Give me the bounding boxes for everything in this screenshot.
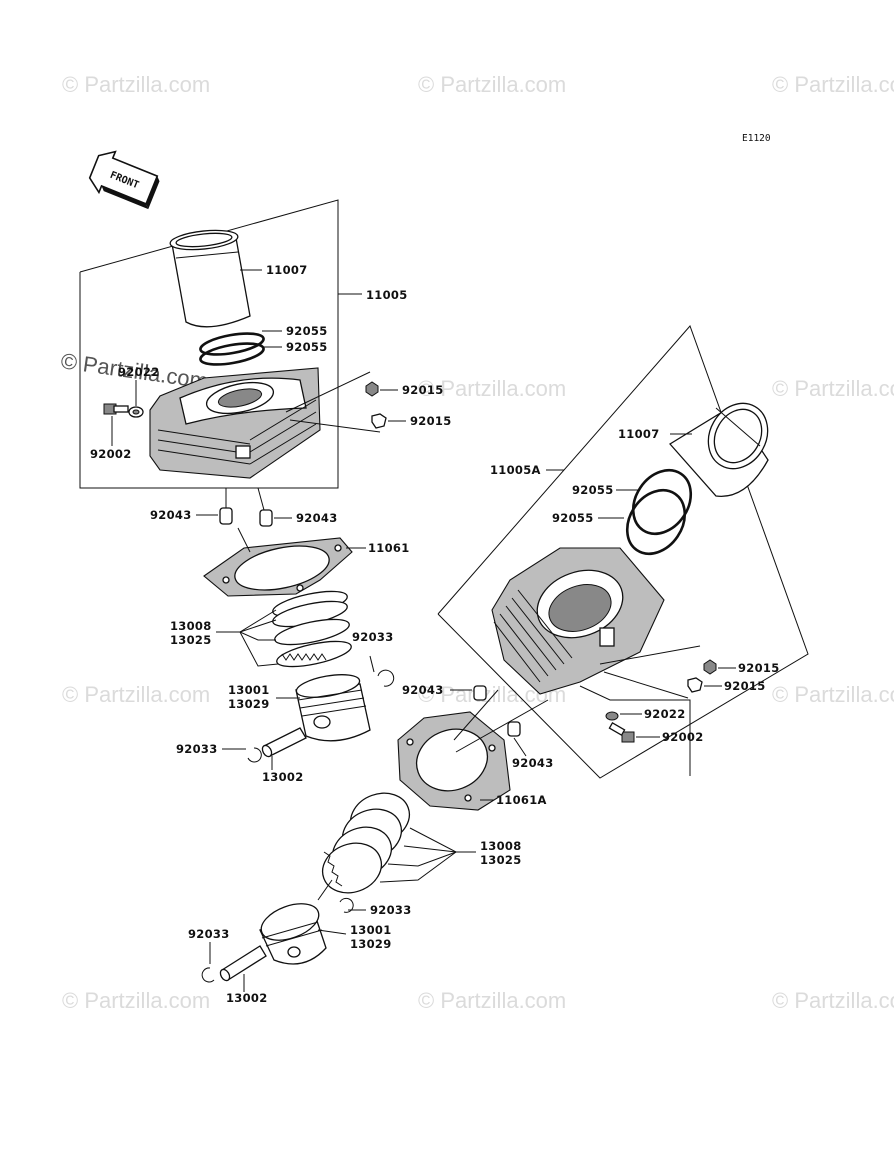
part-number-13002[interactable]: 13002	[262, 770, 304, 784]
part-number-labels: 11005 11007 92055 92055 92022 92002 9201…	[90, 263, 780, 1005]
watermark: © Partzilla.com	[772, 988, 894, 1013]
watermark: © Partzilla.com	[418, 376, 566, 401]
watermarks: © Partzilla.com © Partzilla.com © Partzi…	[59, 72, 894, 1013]
part-number-11061[interactable]: 11061	[368, 541, 410, 555]
part-number-13025[interactable]: 13025	[480, 853, 522, 867]
part-number-92015[interactable]: 92015	[724, 679, 766, 693]
part-number-92033[interactable]: 92033	[176, 742, 218, 756]
part-number-13001[interactable]: 13001	[228, 683, 270, 697]
watermark: © Partzilla.com	[62, 72, 210, 97]
part-number-13002[interactable]: 13002	[226, 991, 268, 1005]
part-number-13029[interactable]: 13029	[228, 697, 270, 711]
part-number-92015[interactable]: 92015	[738, 661, 780, 675]
part-number-11007[interactable]: 11007	[266, 263, 308, 277]
part-number-13025[interactable]: 13025	[170, 633, 212, 647]
cylinder-block	[149, 367, 321, 479]
part-number-13008[interactable]: 13008	[480, 839, 522, 853]
watermark: © Partzilla.com	[62, 988, 210, 1013]
front-cylinder-assembly	[79, 199, 406, 770]
watermark: © Partzilla.com	[418, 988, 566, 1013]
part-number-92043[interactable]: 92043	[296, 511, 338, 525]
part-number-92015[interactable]: 92015	[410, 414, 452, 428]
part-number-11007[interactable]: 11007	[618, 427, 660, 441]
part-number-13029[interactable]: 13029	[350, 937, 392, 951]
watermark: © Partzilla.com	[62, 682, 210, 707]
watermark: © Partzilla.com	[772, 72, 894, 97]
part-number-92043[interactable]: 92043	[402, 683, 444, 697]
part-number-92055[interactable]: 92055	[286, 340, 328, 354]
bolt-icon	[103, 403, 129, 415]
part-number-92033[interactable]: 92033	[370, 903, 412, 917]
cylinder-base-gasket	[397, 711, 511, 811]
bolt-icon	[608, 722, 635, 743]
cylinder-liner	[668, 402, 769, 497]
part-number-92002[interactable]: 92002	[662, 730, 704, 744]
cylinder-block	[491, 547, 665, 695]
part-number-11061A[interactable]: 11061A	[496, 793, 547, 807]
part-number-92055[interactable]: 92055	[552, 511, 594, 525]
piston	[259, 903, 327, 965]
piston-rings	[321, 792, 411, 894]
diagram-code: E1120	[742, 133, 771, 144]
part-number-92043[interactable]: 92043	[512, 756, 554, 770]
part-number-11005[interactable]: 11005	[366, 288, 408, 302]
cylinder-liner	[169, 229, 251, 328]
part-number-92055[interactable]: 92055	[286, 324, 328, 338]
part-number-92033[interactable]: 92033	[352, 630, 394, 644]
piston	[295, 674, 371, 742]
part-number-13001[interactable]: 13001	[350, 923, 392, 937]
part-number-92022[interactable]: 92022	[644, 707, 686, 721]
cylinder-base-gasket	[203, 537, 353, 597]
part-number-92022[interactable]: 92022	[118, 365, 160, 379]
front-arrow-icon: FRONT	[88, 150, 160, 210]
part-number-92002[interactable]: 92002	[90, 447, 132, 461]
watermark: © Partzilla.com	[418, 72, 566, 97]
watermark: © Partzilla.com	[772, 376, 894, 401]
part-number-13008[interactable]: 13008	[170, 619, 212, 633]
part-number-92015[interactable]: 92015	[402, 383, 444, 397]
part-number-92043[interactable]: 92043	[150, 508, 192, 522]
watermark: © Partzilla.com	[772, 682, 894, 707]
part-number-11005A[interactable]: 11005A	[490, 463, 541, 477]
piston-rings	[272, 590, 352, 668]
part-number-92033[interactable]: 92033	[188, 927, 230, 941]
part-number-92055[interactable]: 92055	[572, 483, 614, 497]
rear-cylinder-assembly	[201, 325, 809, 992]
